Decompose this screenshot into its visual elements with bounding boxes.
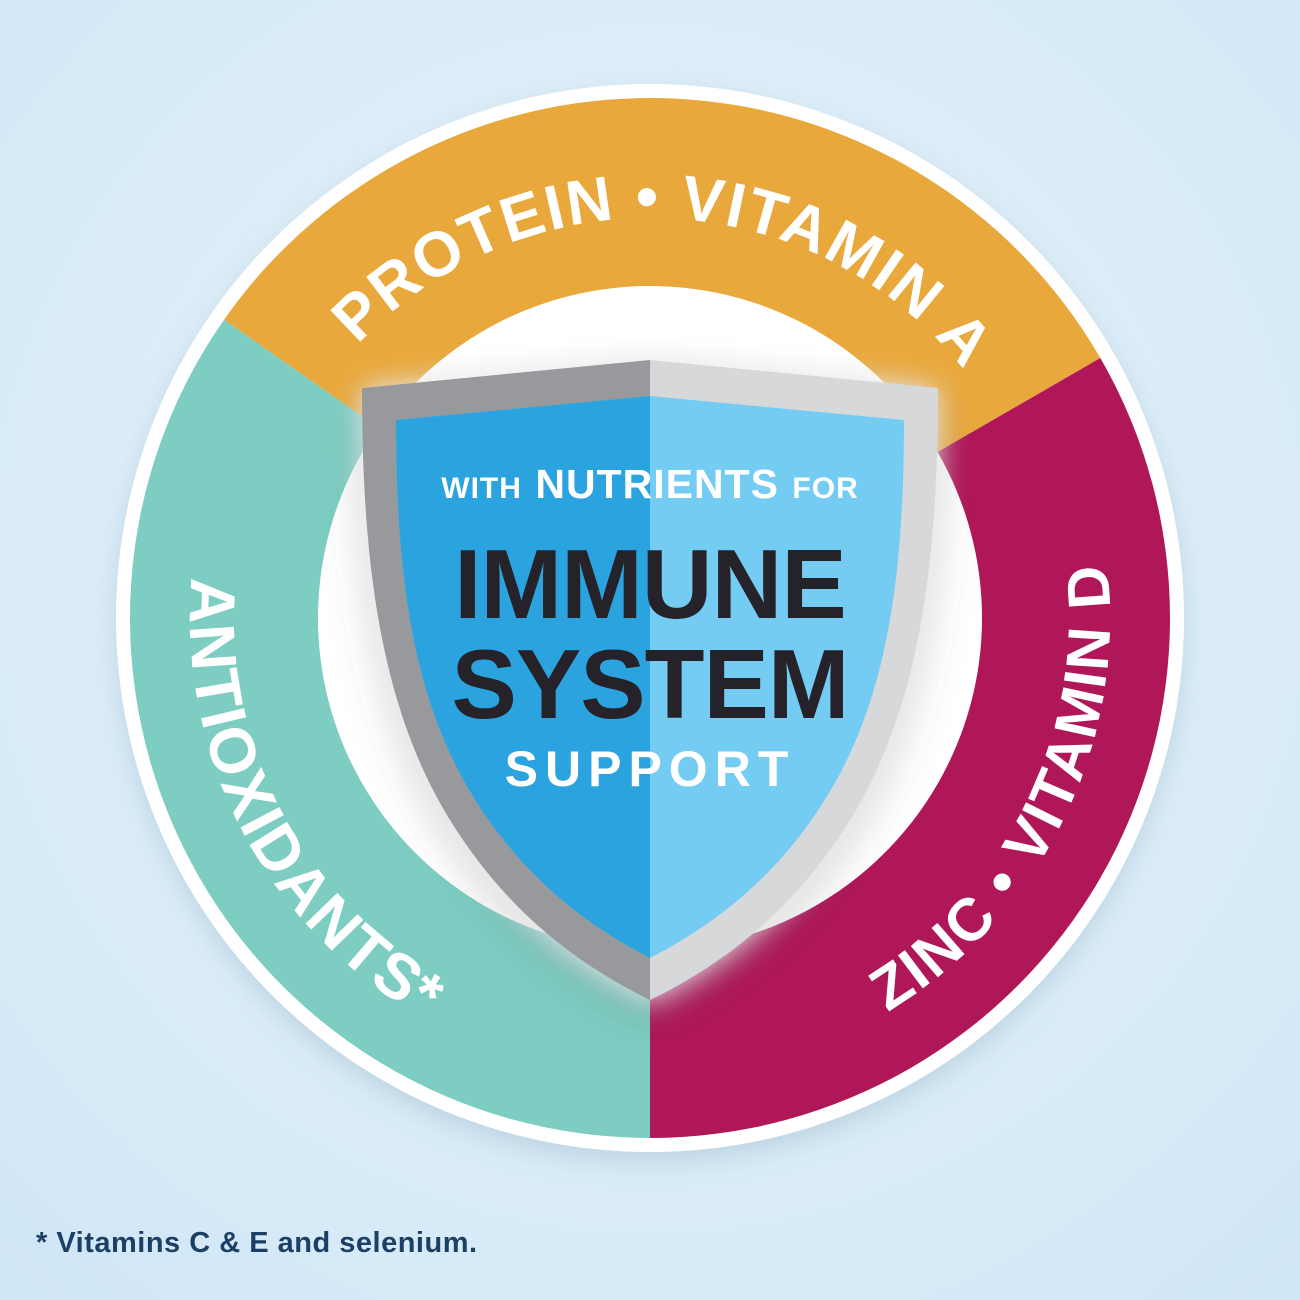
- shield-subtitle-for: FOR: [792, 472, 858, 505]
- shield-title-system: SYSTEM: [452, 629, 849, 739]
- ring-segments: [129, 98, 1170, 1138]
- shield-subtitle: WITH NUTRIENTS FOR: [441, 461, 858, 507]
- shield-body-left: [396, 396, 650, 958]
- shield-subtitle-with: WITH: [441, 472, 522, 505]
- ring-segment-protein-vitamin-a: [224, 98, 1101, 452]
- shield-support-label: SUPPORT: [505, 741, 796, 797]
- ring-segment-antioxidants: [129, 319, 650, 1138]
- shield-icon: WITH NUTRIENTS FOR IMMUNE SYSTEM SUPPORT: [362, 360, 938, 1000]
- ring-segment-zinc-vitamin-d: [650, 358, 1170, 1138]
- shield-subtitle-nutrients: NUTRIENTS: [535, 461, 779, 507]
- shield-title-immune: IMMUNE: [454, 529, 845, 639]
- footnote-text: * Vitamins C & E and selenium.: [36, 1227, 478, 1259]
